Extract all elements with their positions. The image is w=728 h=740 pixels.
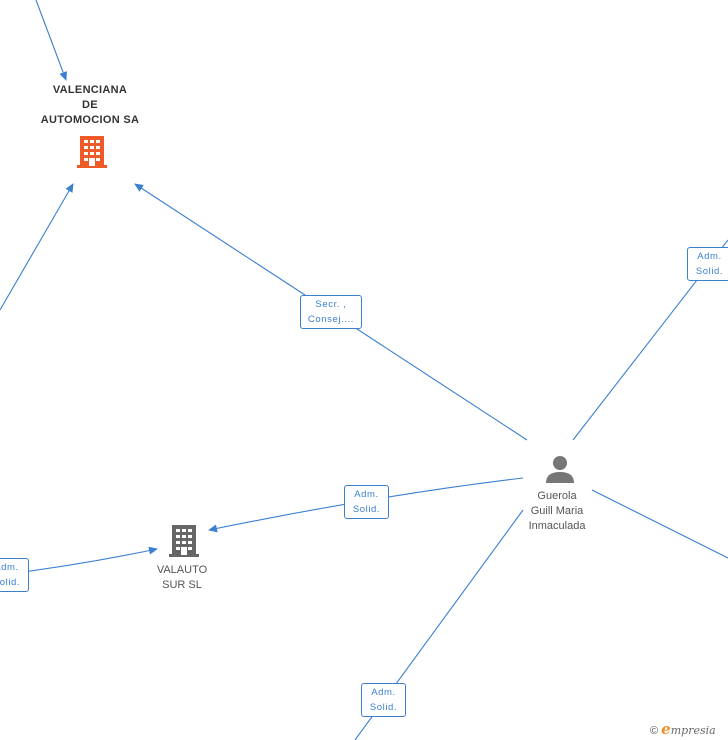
role-box-adm-top-right[interactable]: Adm. Solid.: [687, 247, 728, 281]
person-label-guerola[interactable]: Guerola Guill Maria Inmaculada: [507, 489, 607, 534]
company-label-valauto[interactable]: VALAUTO SUR SL: [132, 563, 232, 593]
building-icon[interactable]: [169, 525, 199, 557]
role-line: Solid.: [695, 266, 724, 277]
label-line: Inmaculada: [528, 520, 586, 532]
edge-left-to-main: [0, 183, 74, 311]
role-box-adm-bottom[interactable]: Adm. Solid.: [361, 683, 406, 717]
role-line: Adm.: [697, 251, 722, 262]
label-line: VALAUTO: [156, 564, 208, 576]
role-line: Solid.: [369, 702, 398, 713]
role-line: Adm.: [371, 687, 396, 698]
role-box-secr-consej[interactable]: Secr. , Consej....: [300, 295, 362, 329]
role-line: Adm.: [354, 489, 379, 500]
label-line: Guill Maria: [530, 505, 584, 517]
brand-initial: e: [661, 720, 671, 738]
label-line: AUTOMOCION SA: [40, 114, 140, 126]
brand-name: mpresia: [670, 724, 716, 737]
role-box-adm-center[interactable]: Adm. Solid.: [344, 485, 389, 519]
role-box-adm-left[interactable]: Adm. Solid.: [0, 558, 29, 592]
label-line: SUR SL: [162, 579, 202, 591]
company-label-valenciana[interactable]: VALENCIANA DE AUTOMOCION SA: [20, 83, 160, 128]
edge-top-to-main: [35, 0, 67, 81]
role-line: Secr. ,: [315, 299, 347, 310]
empresia-watermark[interactable]: © empresia: [650, 720, 716, 738]
person-icon[interactable]: [546, 456, 574, 483]
role-line: Consej....: [307, 314, 355, 325]
label-line: DE: [82, 99, 98, 111]
label-line: Guerola: [537, 490, 577, 502]
role-line: Solid.: [0, 577, 21, 588]
label-line: VALENCIANA: [52, 84, 128, 96]
role-line: Adm.: [0, 562, 19, 573]
edge-person-to-right: [591, 489, 728, 559]
building-icon[interactable]: [77, 136, 107, 168]
role-line: Solid.: [352, 504, 381, 515]
copyright-symbol: ©: [650, 725, 659, 737]
